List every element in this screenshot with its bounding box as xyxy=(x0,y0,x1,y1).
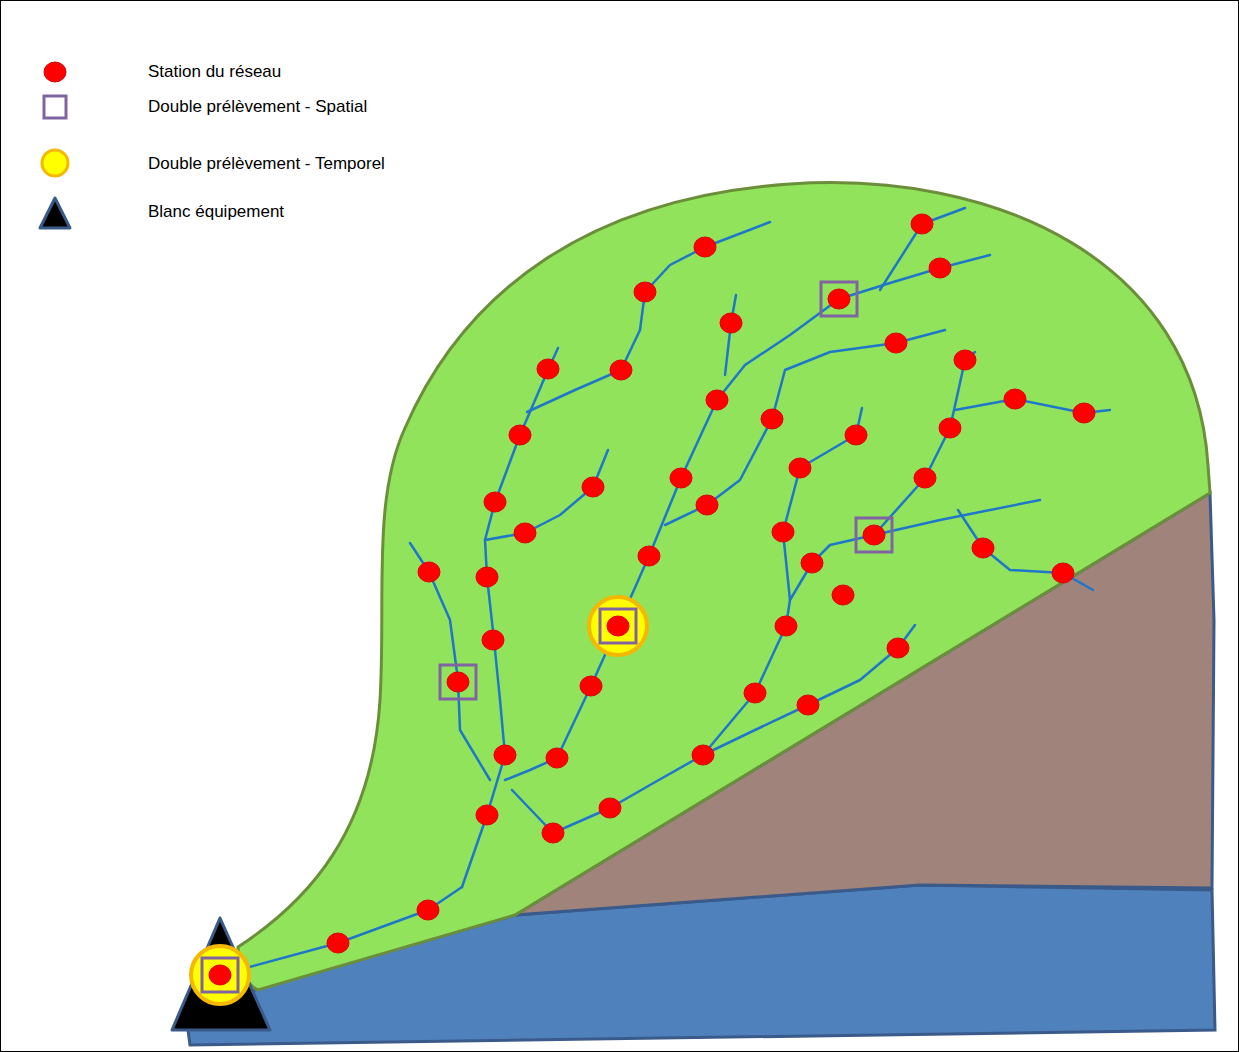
spatial-symbol xyxy=(44,96,66,118)
river xyxy=(874,352,975,535)
temporal-marker xyxy=(191,946,249,1004)
river xyxy=(665,330,945,525)
blank-symbol xyxy=(40,198,70,228)
river xyxy=(880,208,965,290)
legend-item: Double prélèvement - Temporel xyxy=(148,154,385,174)
spatial-marker xyxy=(821,282,857,316)
watershed xyxy=(238,183,1210,990)
legend-label: Double prélèvement - Spatial xyxy=(148,97,367,117)
stations xyxy=(209,214,1095,985)
legend-item: Station du réseau xyxy=(148,62,281,82)
legend-label: Double prélèvement - Temporel xyxy=(148,154,385,174)
spatial-marker xyxy=(202,958,238,992)
river-network xyxy=(220,208,1110,975)
river xyxy=(485,450,608,540)
legend-item: Double prélèvement - Spatial xyxy=(148,97,367,117)
temporal-marker xyxy=(589,597,647,655)
river xyxy=(703,625,915,755)
legend-item: Blanc équipement xyxy=(148,202,284,222)
river xyxy=(220,887,462,975)
legend-symbols xyxy=(40,62,70,228)
spatial-marker xyxy=(856,518,892,552)
river xyxy=(958,510,1093,590)
river xyxy=(505,255,990,780)
temporal-symbol xyxy=(42,150,68,176)
legend-label: Station du réseau xyxy=(148,62,281,82)
blank-marker xyxy=(172,918,270,1030)
station-symbol xyxy=(44,62,66,82)
river xyxy=(527,222,770,412)
spatial-markers xyxy=(202,282,892,992)
legend-label: Blanc équipement xyxy=(148,202,284,222)
river xyxy=(725,295,736,375)
river xyxy=(462,348,558,887)
spatial-marker xyxy=(600,609,636,643)
spatial-marker xyxy=(440,665,476,699)
river xyxy=(512,500,1040,833)
